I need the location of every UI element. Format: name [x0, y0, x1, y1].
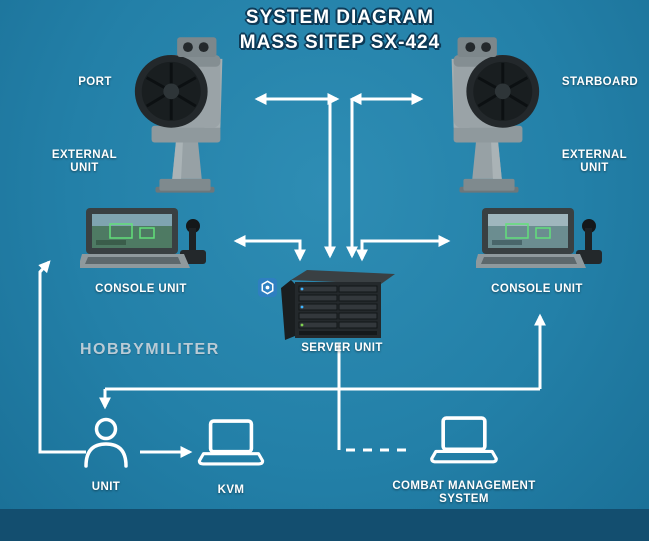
diagram-subtitle: MASS SITEP SX-424: [239, 32, 441, 53]
kvm-label: KVM: [217, 484, 245, 496]
kvm-node: [197, 419, 265, 468]
port-label: PORT: [78, 76, 112, 88]
port-external-unit-node: [126, 28, 244, 198]
cms-label: COMBAT MANAGEMENT SYSTEM: [388, 480, 540, 506]
console-unit-icon: [476, 208, 602, 268]
external-unit-right-line1: EXTERNAL: [561, 149, 628, 161]
laptop-icon: [197, 419, 265, 466]
server-icon: [281, 270, 395, 340]
ptz-camera-icon: [134, 37, 223, 193]
external-unit-left-line2: UNIT: [70, 162, 99, 174]
external-unit-left-line1: EXTERNAL: [51, 149, 118, 161]
unit-node: [80, 416, 132, 470]
external-unit-left-label: EXTERNAL UNIT: [42, 149, 127, 175]
console-unit-left-node: [80, 206, 210, 272]
unit-label: UNIT: [91, 481, 121, 493]
diagram-title: SYSTEM DIAGRAM: [245, 7, 435, 28]
laptop-icon: [430, 416, 498, 464]
console-unit-icon: [80, 208, 206, 268]
brand-badge-icon: [258, 278, 277, 297]
cms-label-line2: SYSTEM: [439, 493, 489, 505]
watermark-text: HOBBYMILITER: [80, 341, 220, 358]
cms-node: [428, 416, 500, 466]
server-unit-node: [276, 266, 400, 344]
console-unit-right-label: CONSOLE UNIT: [491, 283, 583, 295]
console-unit-left-label: CONSOLE UNIT: [95, 283, 187, 295]
cms-label-line1: COMBAT MANAGEMENT: [392, 480, 536, 492]
title-block: SYSTEM DIAGRAM MASS SITEP SX-424: [145, 5, 535, 55]
starboard-external-unit-node: [430, 28, 548, 198]
external-unit-right-label: EXTERNAL UNIT: [552, 149, 637, 175]
starboard-label: STARBOARD: [561, 76, 639, 88]
external-unit-right-line2: UNIT: [580, 162, 609, 174]
server-unit-label: SERVER UNIT: [301, 342, 383, 354]
footer-band: [0, 509, 649, 541]
console-unit-right-node: [476, 206, 606, 272]
ptz-camera-icon: [451, 37, 540, 193]
person-icon: [84, 417, 128, 468]
server-brand-badge: [258, 278, 277, 297]
